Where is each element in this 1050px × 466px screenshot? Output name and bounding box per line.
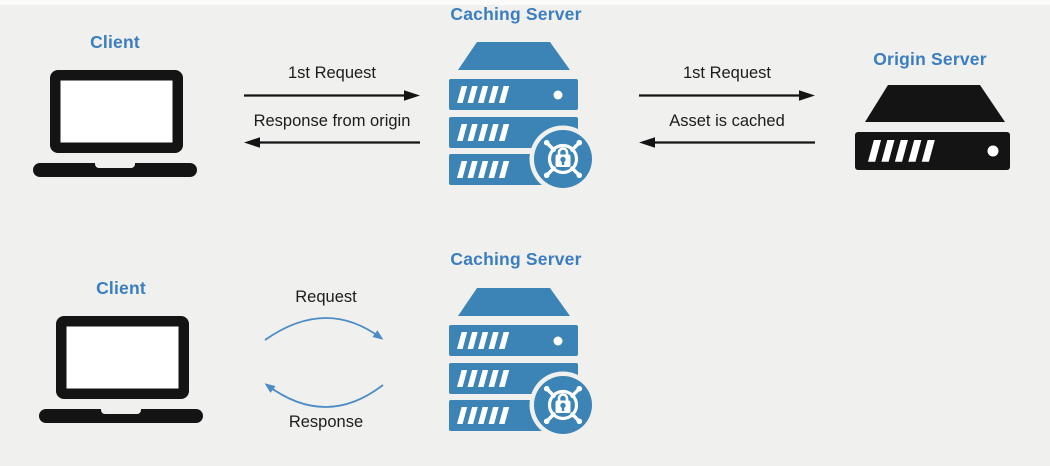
first-request-origin-label: 1st Request — [682, 64, 772, 82]
curved-arrow-left-icon — [264, 383, 384, 408]
arrow-right-icon — [639, 90, 815, 101]
arrow-left-icon — [244, 137, 420, 148]
arrow-right-icon — [244, 90, 420, 101]
arrow-left-icon — [639, 137, 815, 148]
top-edge-highlight — [0, 0, 1050, 5]
response-from-origin-label: Response from origin — [253, 112, 411, 130]
response-label: Response — [288, 413, 364, 431]
caching-server-bottom-label: Caching Server — [450, 249, 582, 269]
client-laptop-icon — [39, 316, 203, 423]
client-bottom-label: Client — [96, 278, 146, 298]
client-laptop-icon — [33, 70, 197, 177]
first-request-label: 1st Request — [287, 64, 377, 82]
client-top-label: Client — [90, 32, 140, 52]
caching-server-icon — [447, 288, 595, 441]
caching-server-top-label: Caching Server — [450, 4, 582, 24]
origin-server-label: Origin Server — [873, 49, 987, 69]
origin-server-icon — [855, 85, 1010, 175]
asset-is-cached-label: Asset is cached — [669, 112, 785, 130]
caching-server-icon — [447, 42, 595, 195]
curved-arrow-right-icon — [264, 317, 384, 341]
request-label: Request — [295, 288, 357, 306]
